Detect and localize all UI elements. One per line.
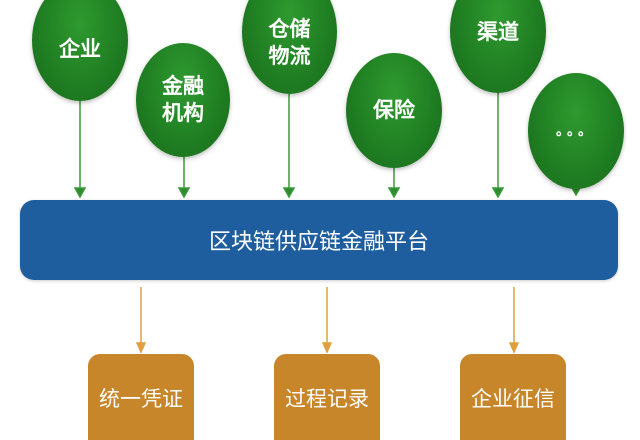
output-process-record: 过程记录 xyxy=(274,354,380,440)
node-warehouse-logistics: 仓储 物流 xyxy=(242,0,337,94)
output-label: 过程记录 xyxy=(285,387,369,411)
platform-bar: 区块链供应链金融平台 xyxy=(20,200,618,280)
node-label: 。。。 xyxy=(556,122,596,139)
platform-label: 区块链供应链金融平台 xyxy=(208,230,429,255)
node-more: 。。。 xyxy=(528,73,624,189)
node-label: 仓储 物流 xyxy=(268,17,311,68)
node-enterprise: 企业 xyxy=(32,0,128,101)
output-unified-voucher: 统一凭证 xyxy=(88,354,194,440)
output-label: 统一凭证 xyxy=(99,387,183,411)
node-label: 保险 xyxy=(373,98,415,122)
node-label: 企业 xyxy=(59,37,101,61)
node-financial-institution: 金融 机构 xyxy=(136,43,230,157)
output-enterprise-credit: 企业征信 xyxy=(460,354,566,440)
output-label: 企业征信 xyxy=(471,387,555,411)
node-label: 金融 机构 xyxy=(162,74,204,125)
node-insurance: 保险 xyxy=(346,53,442,168)
node-label: 渠道 xyxy=(477,19,519,44)
